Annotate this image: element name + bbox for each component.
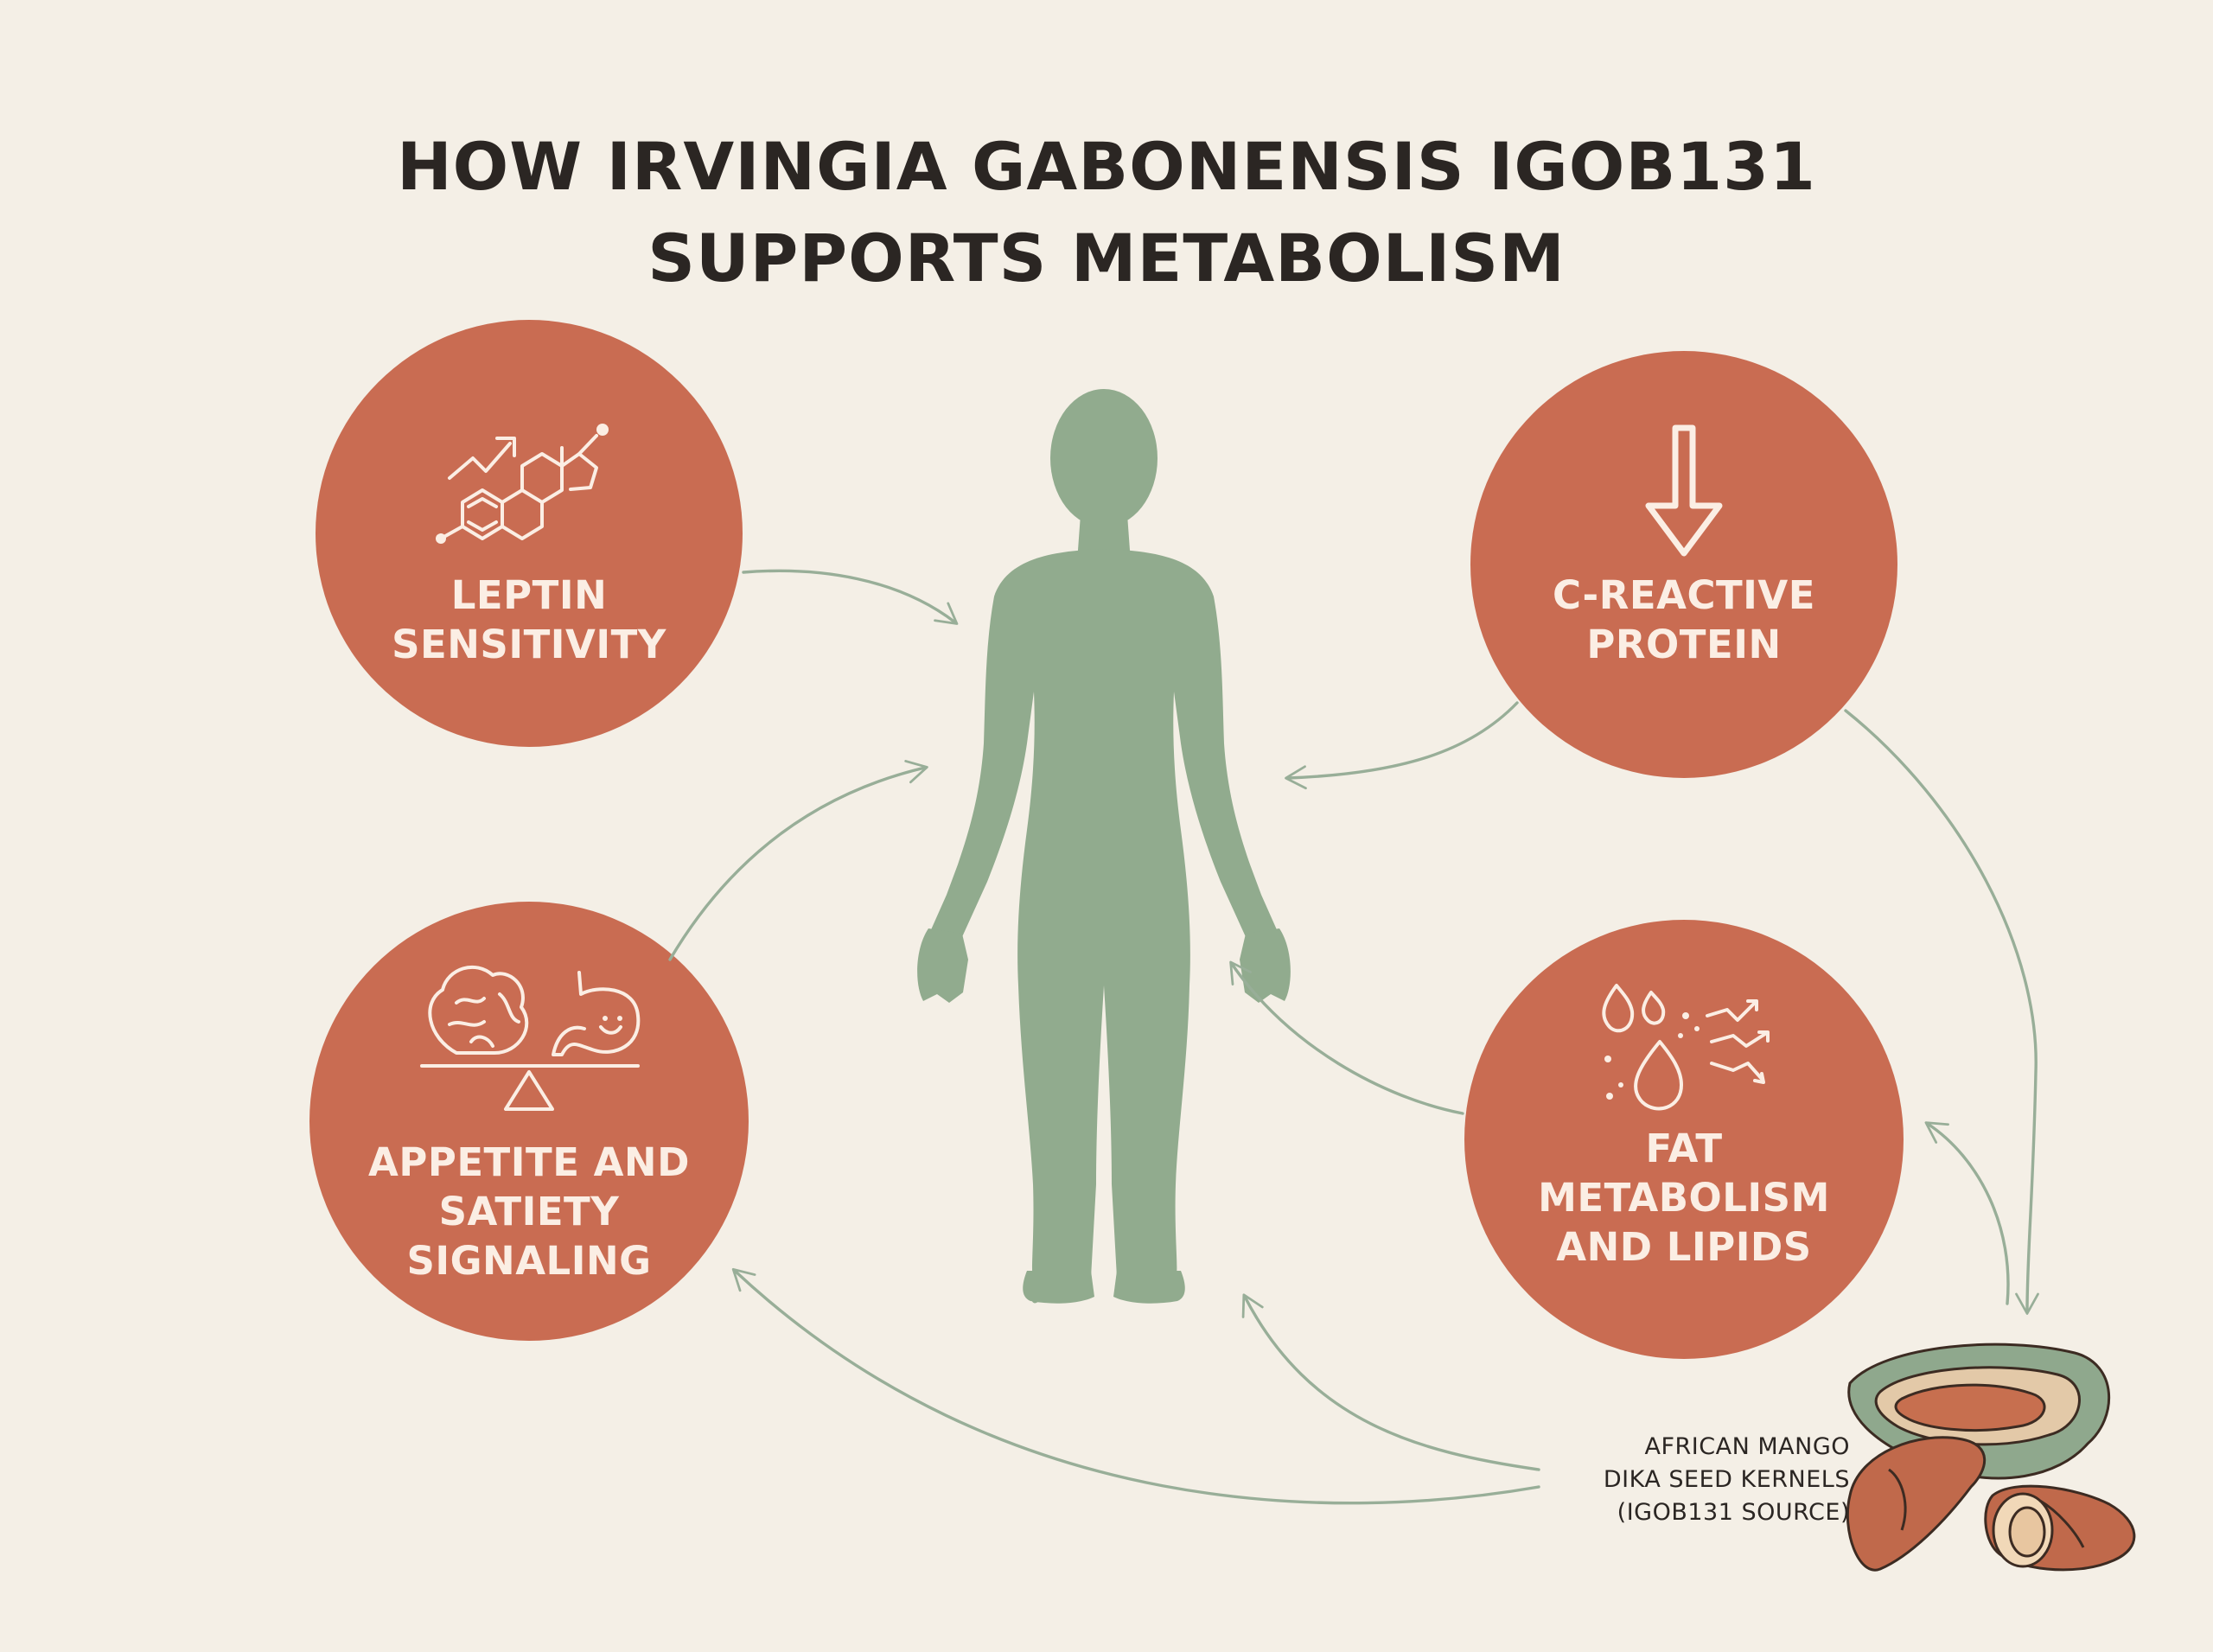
brain-folds-icon [448,992,520,1048]
fat-label-line-3: AND LIPIDS [1556,1224,1812,1270]
lipid-particles-icon [1604,1012,1700,1100]
stomach-eye-icon [617,1016,622,1021]
lipid-droplets-icon [1602,984,1770,1111]
molecule-dot-icon [596,424,609,436]
fat-label-line-2: METABOLISM [1538,1175,1830,1221]
hormone-molecule-icon [439,434,598,540]
source-label: AFRICAN MANGO DIKA SEED KERNELS (IGOB131… [1470,1431,1850,1529]
leptin-label-line-2: SENSITIVITY [392,622,666,667]
arrow-seeds-to-appetite [731,1267,1540,1505]
fat-label-line-1: FAT [1645,1126,1723,1171]
crp-label: C-REACTIVE PROTEIN [1511,571,1857,669]
crp-label-line-2: PROTEIN [1586,622,1782,667]
arrow-leptin-to-body [742,569,959,625]
arrows [668,569,2039,1505]
diagram-title: HOW IRVINGIA GABONENSIS IGOB131 SUPPORTS… [0,121,2213,304]
brain-stomach-balance-icon [420,966,641,1111]
leptin-label-line-1: LEPTIN [450,572,608,618]
appetite-label-line-3: SIGNALING [406,1238,652,1284]
human-figure [917,389,1291,1304]
balance-fulcrum-icon [504,1070,554,1111]
source-label-line-3: (IGOB131 SOURCE) [1617,1499,1850,1526]
down-arrow-icon [1645,424,1723,557]
appetite-label-line-2: SATIETY [438,1189,620,1234]
appetite-label: APPETITE AND SATIETY SIGNALING [339,1138,719,1285]
source-label-line-2: DIKA SEED KERNELS [1603,1466,1850,1493]
brain-icon [428,966,529,1055]
arrow-seeds-to-fat [1924,1121,2010,1305]
fat-label: FAT METABOLISM AND LIPIDS [1494,1124,1874,1272]
arrow-appetite-to-body [668,760,928,961]
fat-circle [1464,920,1904,1359]
arrow-crp-to-body [1285,701,1519,790]
dika-seed-kernels-icon [1846,1343,2136,1572]
source-label-line-1: AFRICAN MANGO [1644,1433,1850,1460]
arrow-crp-to-seeds [1844,709,2039,1315]
arrow-seeds-to-body [1241,1293,1540,1471]
title-line-1: HOW IRVINGIA GABONENSIS IGOB131 [397,128,1816,205]
molecule-dot-icon [436,533,446,544]
stomach-eye-icon [603,1016,608,1021]
crp-circle [1470,351,1897,778]
title-line-2: SUPPORTS METABOLISM [647,220,1566,297]
appetite-label-line-1: APPETITE AND [368,1139,690,1185]
arrow-fat-to-body [1229,960,1464,1115]
crp-label-line-1: C-REACTIVE [1553,572,1815,618]
stomach-icon [552,971,641,1056]
leptin-label: LEPTIN SENSITIVITY [356,571,702,669]
